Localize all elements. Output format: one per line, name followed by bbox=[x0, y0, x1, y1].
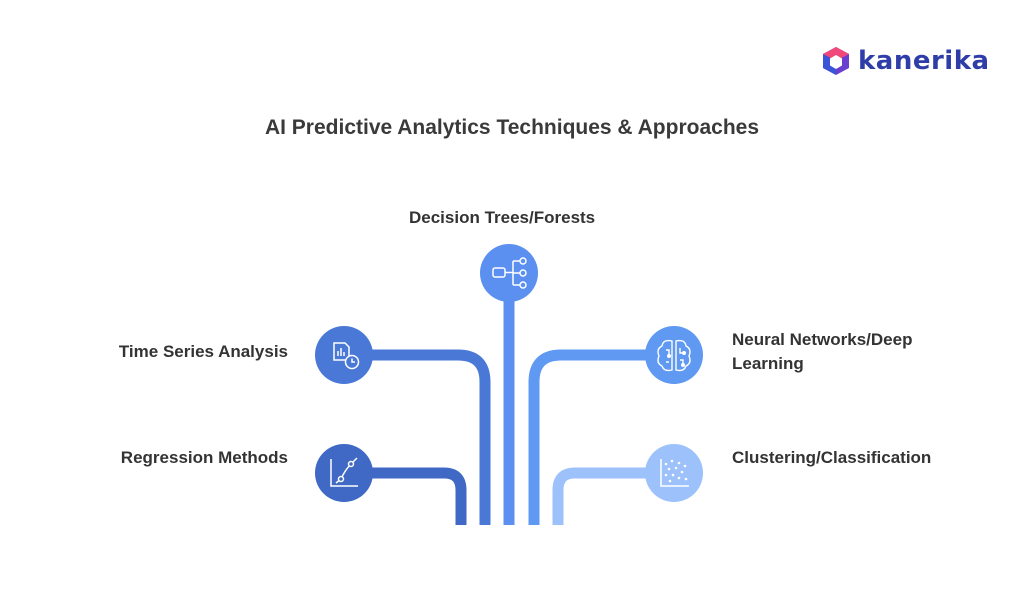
label-regression: Regression Methods bbox=[120, 448, 288, 467]
connector-time-series bbox=[372, 349, 491, 525]
label-neural-networks: Neural Networks/Deep Learning bbox=[732, 330, 913, 373]
label-time-series: Time Series Analysis bbox=[118, 342, 288, 361]
node-clustering bbox=[645, 444, 703, 502]
node-time-series bbox=[315, 326, 373, 384]
regression-line-icon bbox=[330, 457, 358, 487]
node-regression bbox=[315, 444, 373, 502]
kanerika-logo-icon bbox=[823, 47, 849, 75]
brand-name: kanerika bbox=[858, 46, 990, 76]
label-decision-trees: Decision Trees/Forests bbox=[409, 208, 596, 227]
brain-icon bbox=[657, 339, 691, 372]
time-chart-icon bbox=[333, 342, 360, 370]
node-decision-trees bbox=[480, 244, 538, 302]
decision-tree-icon bbox=[492, 257, 527, 289]
scatter-plot-icon bbox=[660, 459, 689, 487]
connector-regression bbox=[372, 467, 467, 525]
label-clustering: Clustering/Classification bbox=[732, 448, 932, 467]
brand-logo: kanerika bbox=[822, 46, 990, 76]
connector-neural-networks bbox=[528, 349, 646, 525]
page-title: AI Predictive Analytics Techniques & App… bbox=[264, 116, 760, 139]
node-neural-networks bbox=[645, 326, 703, 384]
connector-clustering bbox=[552, 467, 646, 525]
